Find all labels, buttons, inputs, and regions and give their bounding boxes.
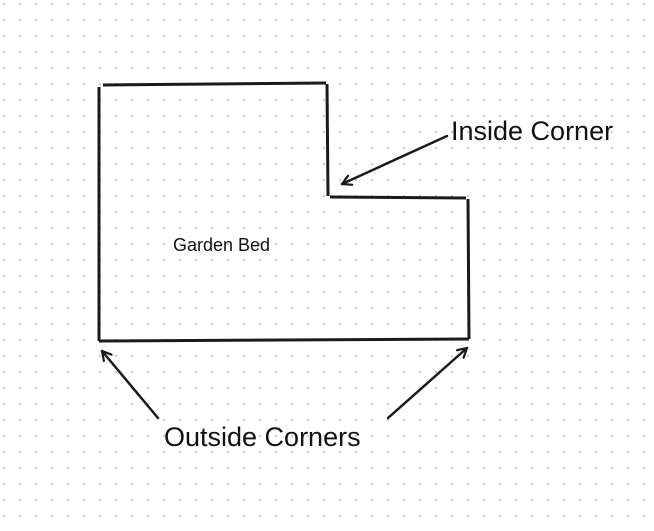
- outside-corner-right-arrow: [386, 346, 469, 420]
- inside-corner-label: Inside Corner: [451, 116, 614, 146]
- outside-corners-label: Outside Corners: [164, 422, 361, 452]
- garden-bed-outline: [97, 81, 471, 343]
- top-edge: [102, 81, 327, 87]
- outside-corner-left-arrow: [100, 349, 160, 420]
- right-edge: [466, 198, 471, 340]
- notch-vertical-edge: [325, 83, 330, 197]
- arrows: [100, 134, 469, 420]
- inside-corner-arrow: [340, 134, 449, 184]
- garden-bed-label: Garden Bed: [173, 235, 271, 255]
- notch-horizontal-edge: [329, 195, 467, 200]
- bottom-edge: [98, 337, 470, 343]
